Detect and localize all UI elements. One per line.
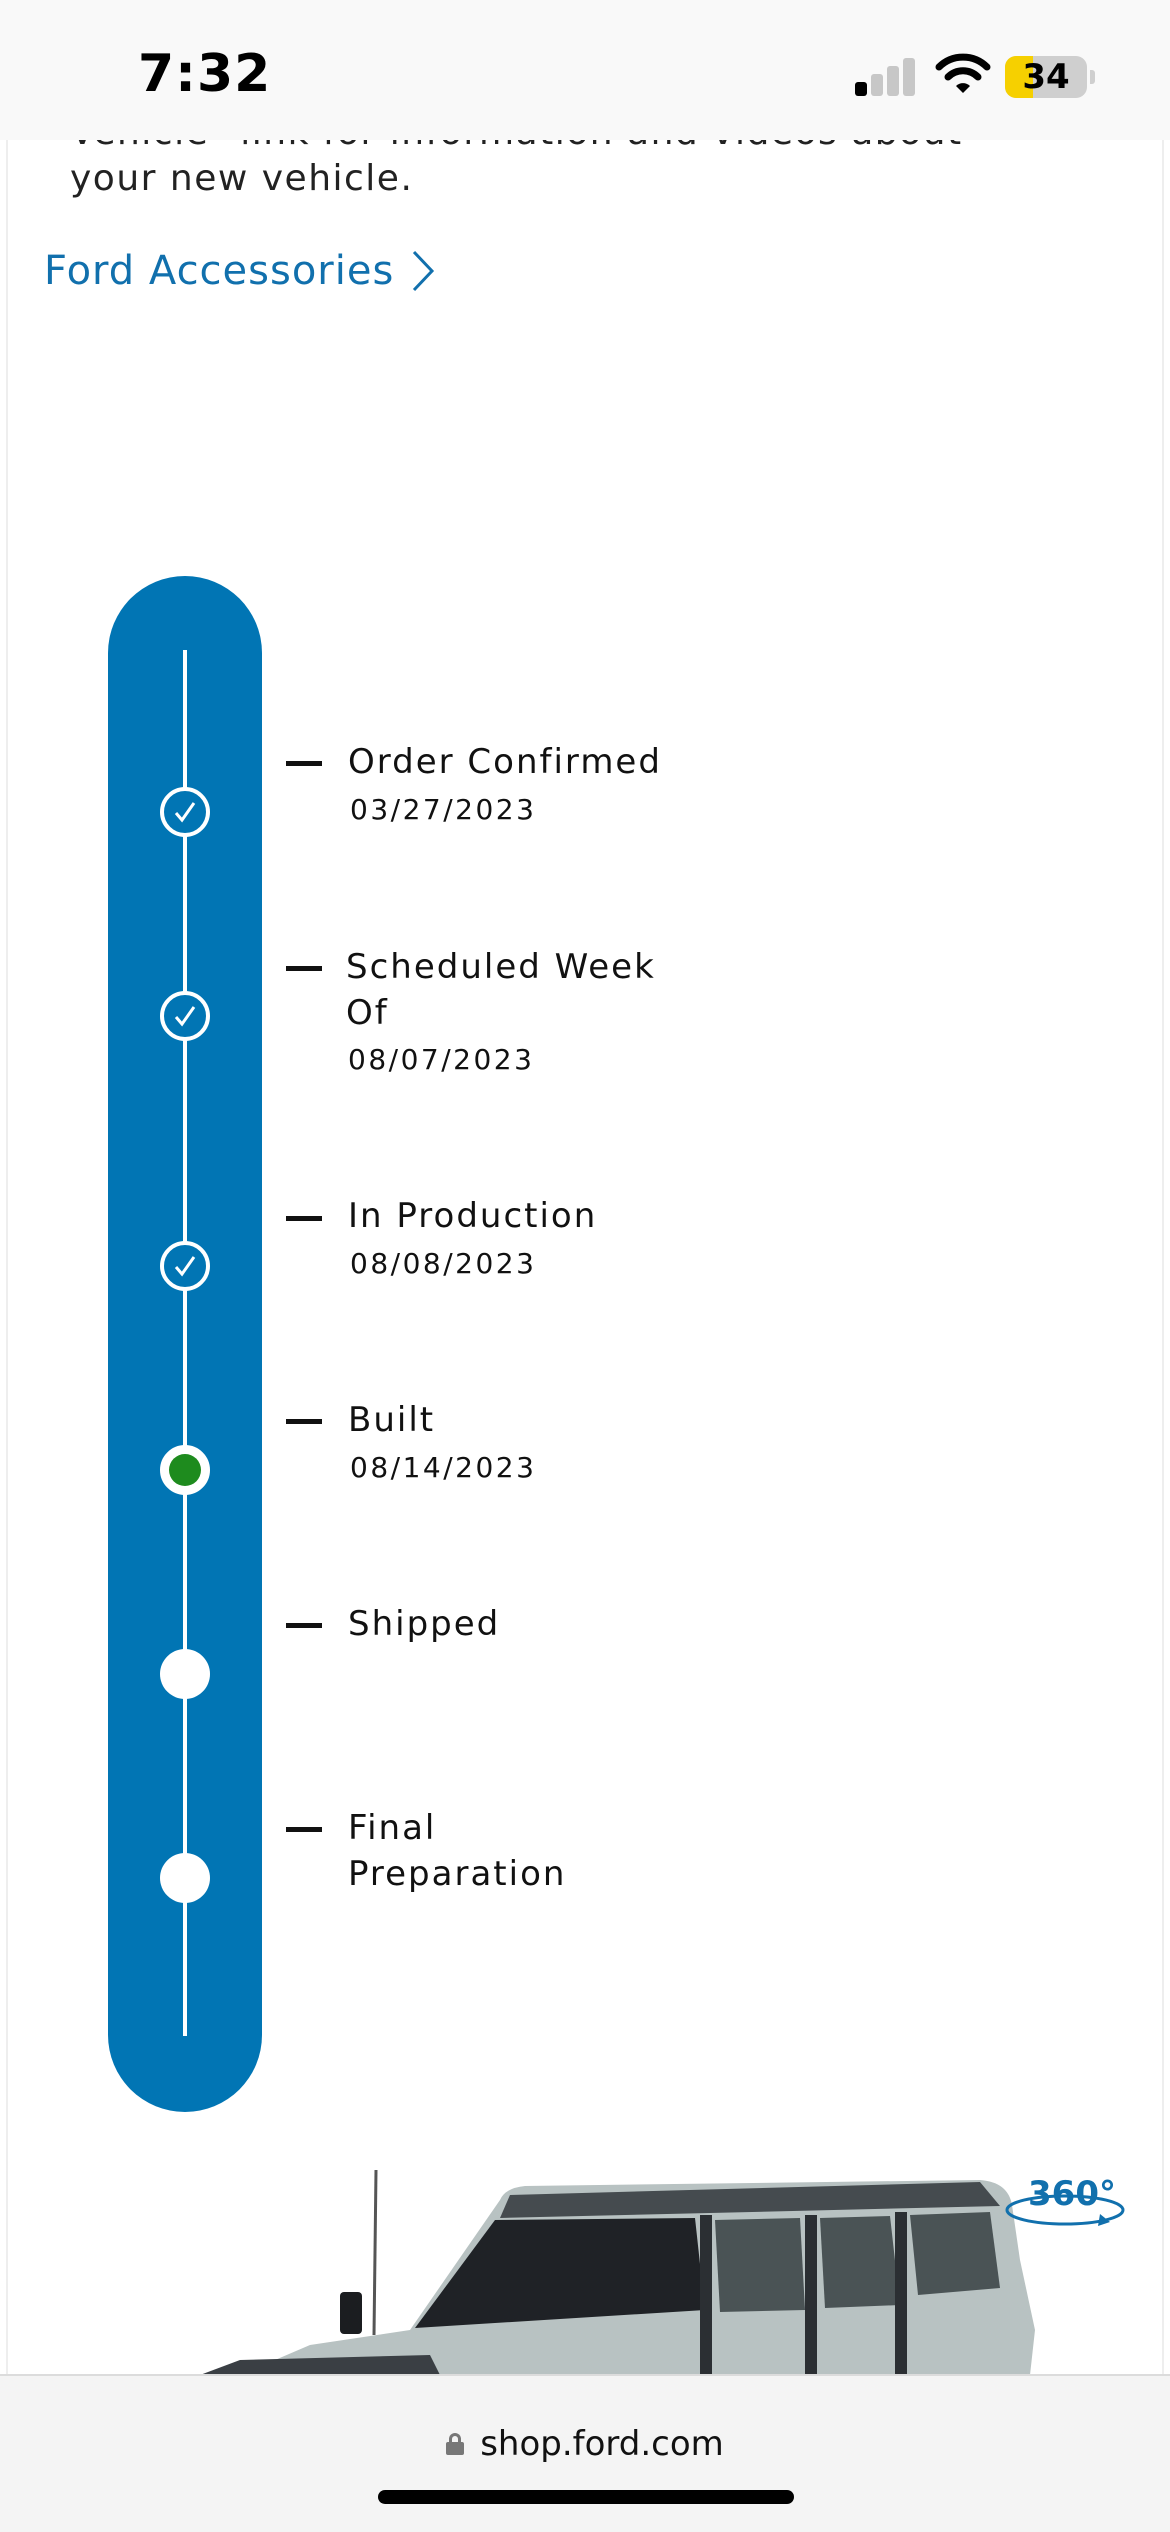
ford-accessories-link[interactable]: Ford Accessories xyxy=(44,248,436,294)
rotate-360-icon xyxy=(1005,2194,1125,2226)
wifi-icon xyxy=(935,53,991,93)
battery-level: 34 xyxy=(1022,57,1070,97)
view-360-button[interactable]: 360° xyxy=(1000,2170,1130,2240)
home-indicator[interactable] xyxy=(378,2490,794,2504)
step-scheduled-week-label: Scheduled Week Of xyxy=(346,947,656,1033)
battery-fill xyxy=(1005,56,1033,98)
url-text: shop.ford.com xyxy=(480,2424,724,2464)
step-built-date: 08/14/2023 xyxy=(350,1451,537,1484)
step-in-production-date: 08/08/2023 xyxy=(350,1247,537,1280)
battery-tip xyxy=(1090,70,1095,84)
step-dash xyxy=(286,1623,322,1628)
step-order-confirmed-label: Order Confirmed xyxy=(348,742,662,782)
step-built-label: Built xyxy=(348,1400,436,1440)
view-360-label: 360° xyxy=(1028,2174,1116,2214)
step-order-confirmed-date: 03/27/2023 xyxy=(350,793,537,826)
frame-edge-right xyxy=(1162,0,1164,2532)
step-in-production-check-icon xyxy=(160,1241,210,1291)
step-shipped-pending-dot xyxy=(160,1649,210,1699)
chevron-right-icon xyxy=(413,250,435,292)
step-scheduled-week-date: 08/07/2023 xyxy=(348,1043,535,1076)
step-final-preparation-pending-dot xyxy=(160,1853,210,1903)
status-time: 7:32 xyxy=(138,44,272,104)
status-bar: 7:32 34 xyxy=(0,0,1170,140)
browser-address-bar: shop.ford.com xyxy=(0,2374,1170,2532)
step-order-confirmed-check-icon xyxy=(160,787,210,837)
step-scheduled-week-check-icon xyxy=(160,991,210,1041)
vehicle-image[interactable] xyxy=(200,2160,1080,2375)
url-field[interactable]: shop.ford.com xyxy=(0,2424,1170,2464)
order-progress-line xyxy=(183,650,187,2036)
step-dash xyxy=(286,966,322,971)
step-final-preparation-label: Final Preparation xyxy=(348,1808,567,1894)
step-dash xyxy=(286,761,322,766)
lock-icon xyxy=(446,2433,465,2455)
cellular-signal-icon xyxy=(855,56,917,96)
ford-accessories-label: Ford Accessories xyxy=(44,248,395,294)
frame-edge-left xyxy=(6,0,8,2532)
step-dash xyxy=(286,1419,322,1424)
step-dash xyxy=(286,1216,322,1221)
battery-icon: 34 xyxy=(1005,56,1087,98)
current-status-dot xyxy=(169,1454,201,1486)
step-dash xyxy=(286,1827,322,1832)
step-built-current-indicator xyxy=(160,1445,210,1495)
step-in-production-label: In Production xyxy=(348,1196,598,1236)
step-shipped-label: Shipped xyxy=(348,1604,501,1644)
